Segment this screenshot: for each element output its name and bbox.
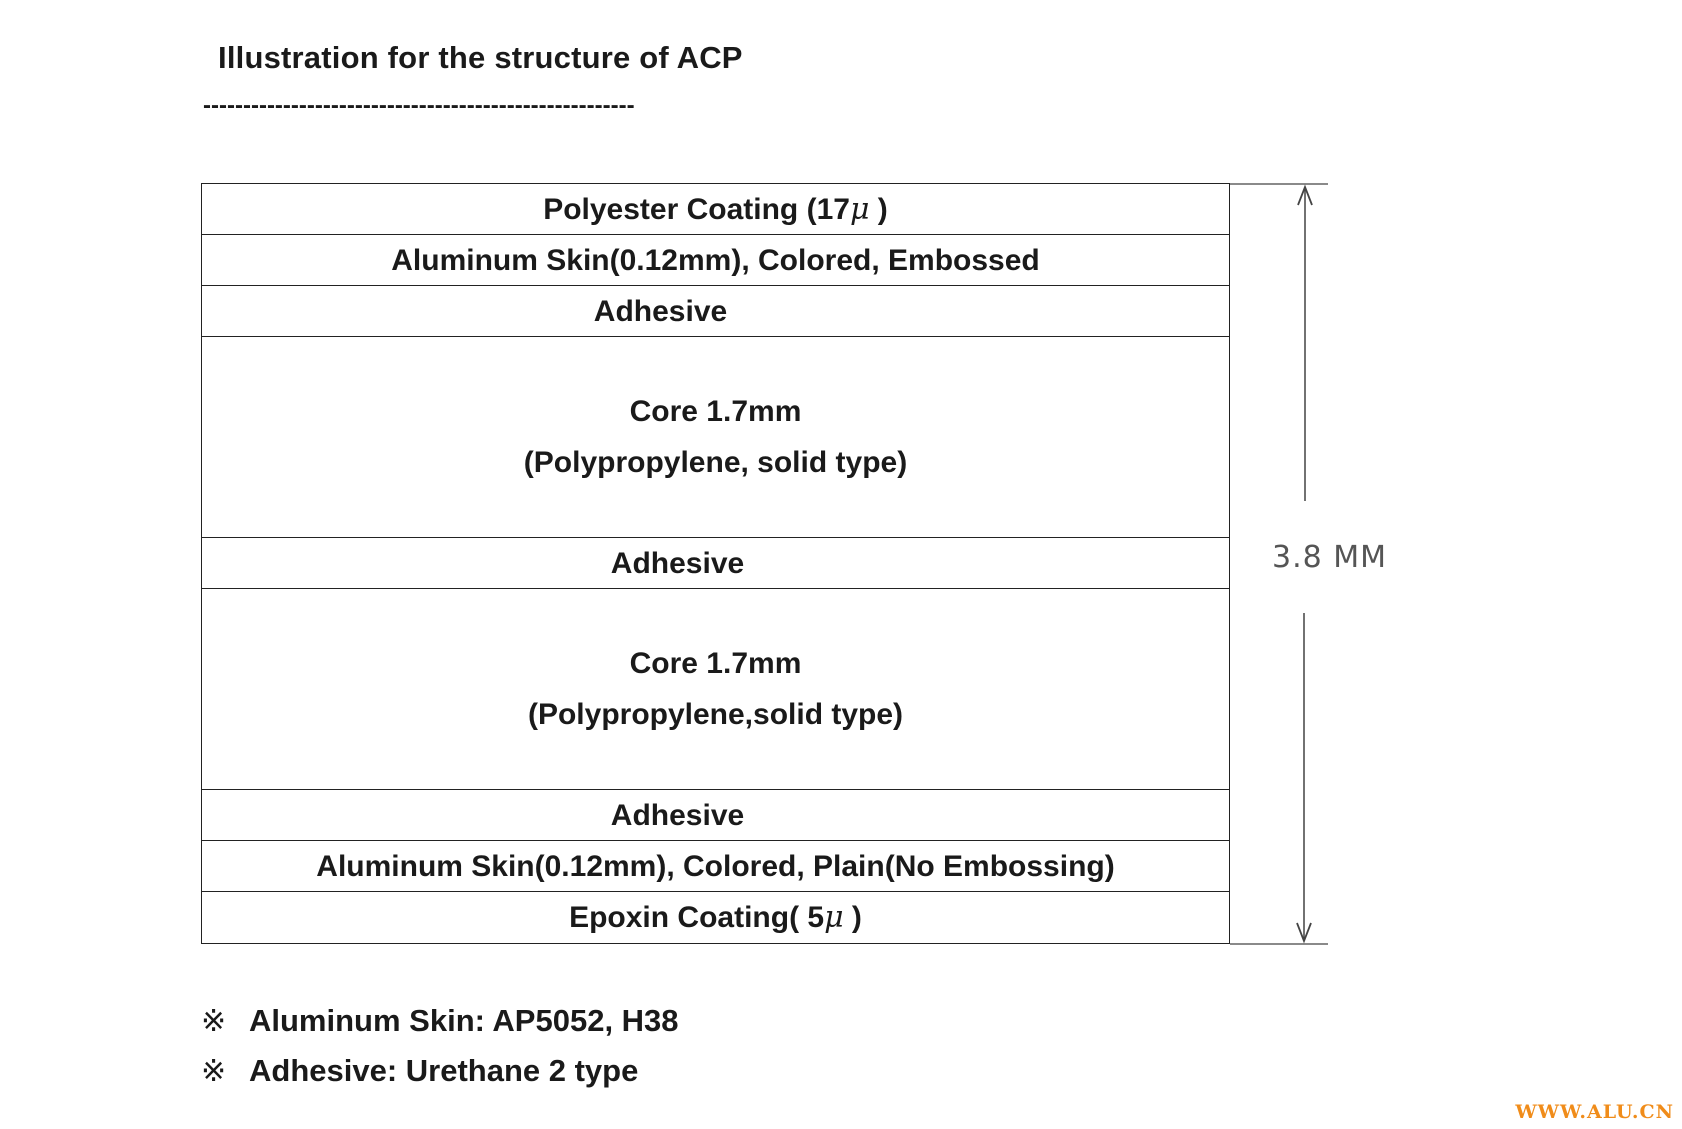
layer-aluminum-skin-bottom: Aluminum Skin(0.12mm), Colored, Plain(No… [202, 841, 1229, 892]
layer-label-suffix: ) [869, 192, 888, 226]
arrowhead-up-icon [1297, 184, 1313, 206]
layer-stack: Polyester Coating (17μ ) Aluminum Skin(0… [201, 183, 1230, 944]
note-item: ※ Aluminum Skin: AP5052, H38 [201, 996, 679, 1046]
layer-label: Adhesive [610, 546, 745, 580]
layer-label: Adhesive [593, 294, 728, 328]
dimension-arrow [1230, 183, 1328, 945]
notes-list: ※ Aluminum Skin: AP5052, H38 ※ Adhesive:… [201, 996, 679, 1096]
layer-label: Aluminum Skin(0.12mm), Colored, Embossed [391, 243, 1040, 277]
layer-core-lower: Core 1.7mm (Polypropylene,solid type) [202, 589, 1229, 790]
layer-adhesive-top: Adhesive [202, 286, 1229, 337]
watermark: WWW.ALU.CN [1515, 1101, 1674, 1123]
layer-label: Aluminum Skin(0.12mm), Colored, Plain(No… [316, 849, 1115, 883]
layer-aluminum-skin-top: Aluminum Skin(0.12mm), Colored, Embossed [202, 235, 1229, 286]
note-text: Adhesive: Urethane 2 type [249, 1053, 639, 1088]
core-thickness-label: Core 1.7mm [629, 647, 802, 680]
core-material-label: (Polypropylene,solid type) [527, 698, 904, 731]
reference-mark-icon: ※ [201, 1053, 227, 1089]
layer-label-suffix: ) [843, 901, 862, 934]
layer-label: Polyester Coating (17 [543, 192, 850, 226]
micron-symbol: μ [824, 900, 844, 935]
total-thickness-dimension [1230, 183, 1360, 945]
total-thickness-label: 3.8 MM [1272, 540, 1388, 575]
micron-symbol: μ [849, 191, 870, 227]
layer-label: Adhesive [610, 798, 745, 832]
note-text: Aluminum Skin: AP5052, H38 [249, 1003, 679, 1038]
layer-adhesive-middle: Adhesive [202, 538, 1229, 589]
layer-polyester-coating: Polyester Coating (17μ ) [202, 184, 1229, 235]
layer-core-upper: Core 1.7mm (Polypropylene, solid type) [202, 337, 1229, 538]
note-item: ※ Adhesive: Urethane 2 type [201, 1046, 679, 1096]
layer-adhesive-bottom: Adhesive [202, 790, 1229, 841]
reference-mark-icon: ※ [201, 1003, 227, 1039]
page-title: Illustration for the structure of ACP [218, 40, 743, 75]
core-material-label: (Polypropylene, solid type) [523, 446, 908, 479]
layer-epoxin-coating: Epoxin Coating( 5μ ) [202, 892, 1229, 943]
core-thickness-label: Core 1.7mm [629, 395, 802, 428]
layer-label: Epoxin Coating( 5 [569, 901, 825, 934]
arrowhead-down-icon [1296, 922, 1312, 944]
title-divider: ----------------------------------------… [203, 92, 635, 119]
